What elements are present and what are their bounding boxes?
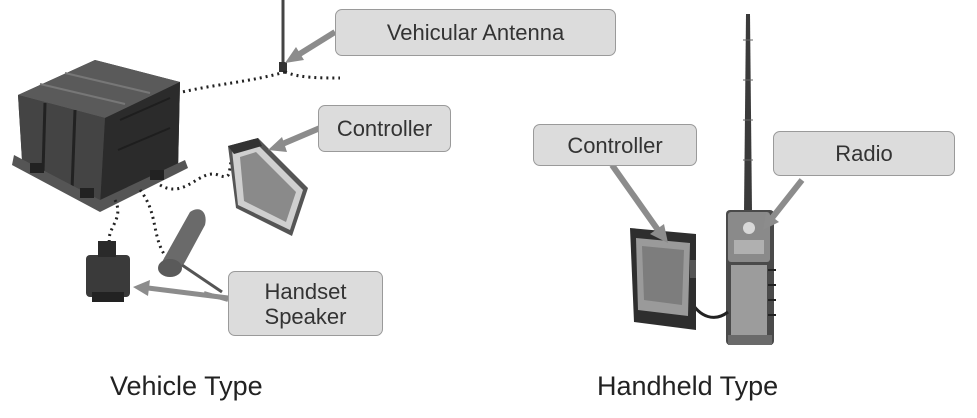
speaker-illustration [86,241,130,302]
radio-label: Radio [773,131,955,176]
speaker-text: Speaker [264,303,347,329]
vehicle-pointer-arrows [133,29,337,302]
vehicular-antenna-illustration [279,0,287,72]
handheld-antenna-illustration [743,14,753,212]
handheld-radio-illustration [726,210,776,345]
handheld-controller-label: Controller [533,124,697,166]
antenna-cable [177,70,286,95]
vehicle-type-caption: Vehicle Type [110,371,263,401]
vehicle-radio-unit-illustration [12,60,188,212]
handheld-pointer-arrows [609,163,805,243]
vehicular-antenna-label: Vehicular Antenna [335,9,616,56]
handset-text: Handset [264,278,347,304]
handheld-type-caption: Handheld Type [597,371,779,401]
handset-cable [138,189,172,264]
speaker-cable [107,199,120,246]
vehicle-controller-illustration [228,138,308,236]
handheld-controller-illustration [630,228,696,330]
handset-illustration [158,209,223,294]
vehicle-controller-label: Controller [318,105,451,152]
handset-speaker-label: Handset Speaker [228,271,383,336]
